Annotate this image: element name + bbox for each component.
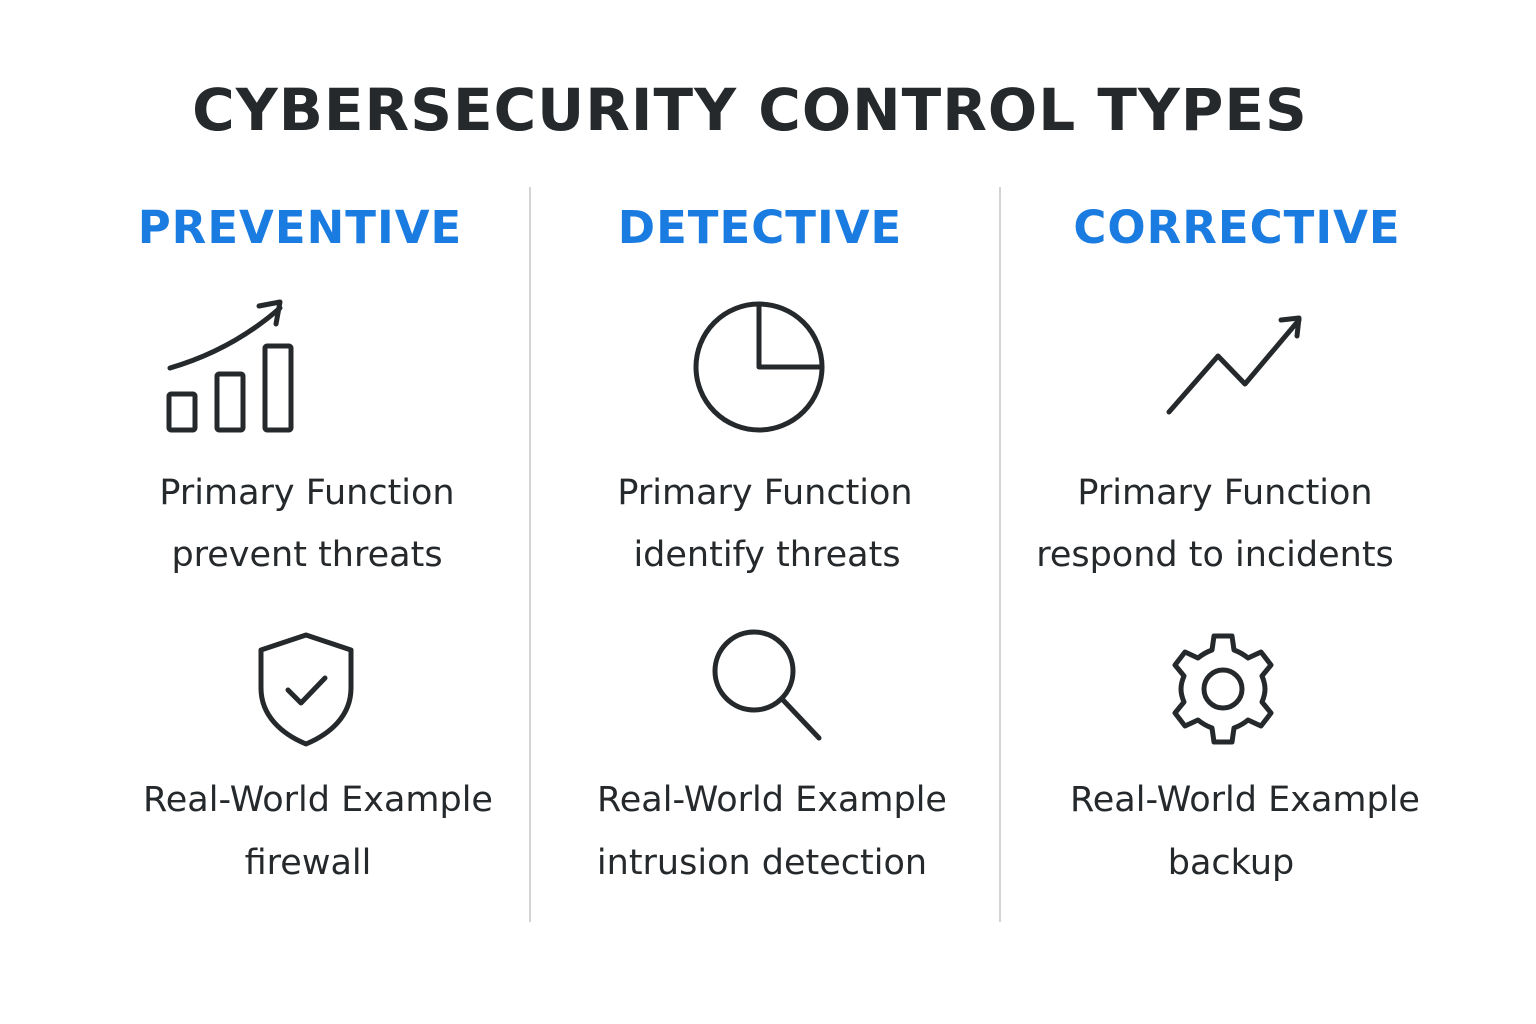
function-value: prevent threats — [171, 535, 443, 575]
pie-chart-icon — [690, 298, 828, 436]
function-value: respond to incidents — [1036, 535, 1394, 575]
page-title: CYBERSECURITY CONTROL TYPES — [192, 76, 1308, 144]
trend-up-arrow-icon — [1163, 312, 1305, 420]
function-heading: Primary Function — [617, 473, 913, 513]
search-icon — [711, 628, 825, 744]
function-heading: Primary Function — [159, 473, 455, 513]
column-title: PREVENTIVE — [137, 201, 463, 254]
bar-chart-trend-icon — [162, 298, 302, 438]
example-heading: Real-World Example — [143, 780, 493, 820]
column-title: DETECTIVE — [617, 201, 903, 254]
column-preventive: PREVENTIVE Primary Function prevent thre… — [80, 190, 540, 910]
example-heading: Real-World Example — [597, 780, 947, 820]
function-value: identify threats — [633, 535, 901, 575]
column-title: CORRECTIVE — [1073, 201, 1401, 254]
shield-check-icon — [254, 630, 358, 750]
column-divider — [529, 187, 531, 922]
example-value: backup — [1167, 843, 1295, 883]
column-detective: DETECTIVE Primary Function identify thre… — [530, 190, 1000, 910]
example-heading: Real-World Example — [1070, 780, 1420, 820]
example-value: intrusion detection — [596, 843, 928, 883]
column-divider — [999, 187, 1001, 922]
column-corrective: CORRECTIVE Primary Function respond to i… — [1000, 190, 1460, 910]
function-heading: Primary Function — [1077, 473, 1373, 513]
example-value: firewall — [244, 843, 372, 883]
gear-icon — [1164, 630, 1282, 748]
